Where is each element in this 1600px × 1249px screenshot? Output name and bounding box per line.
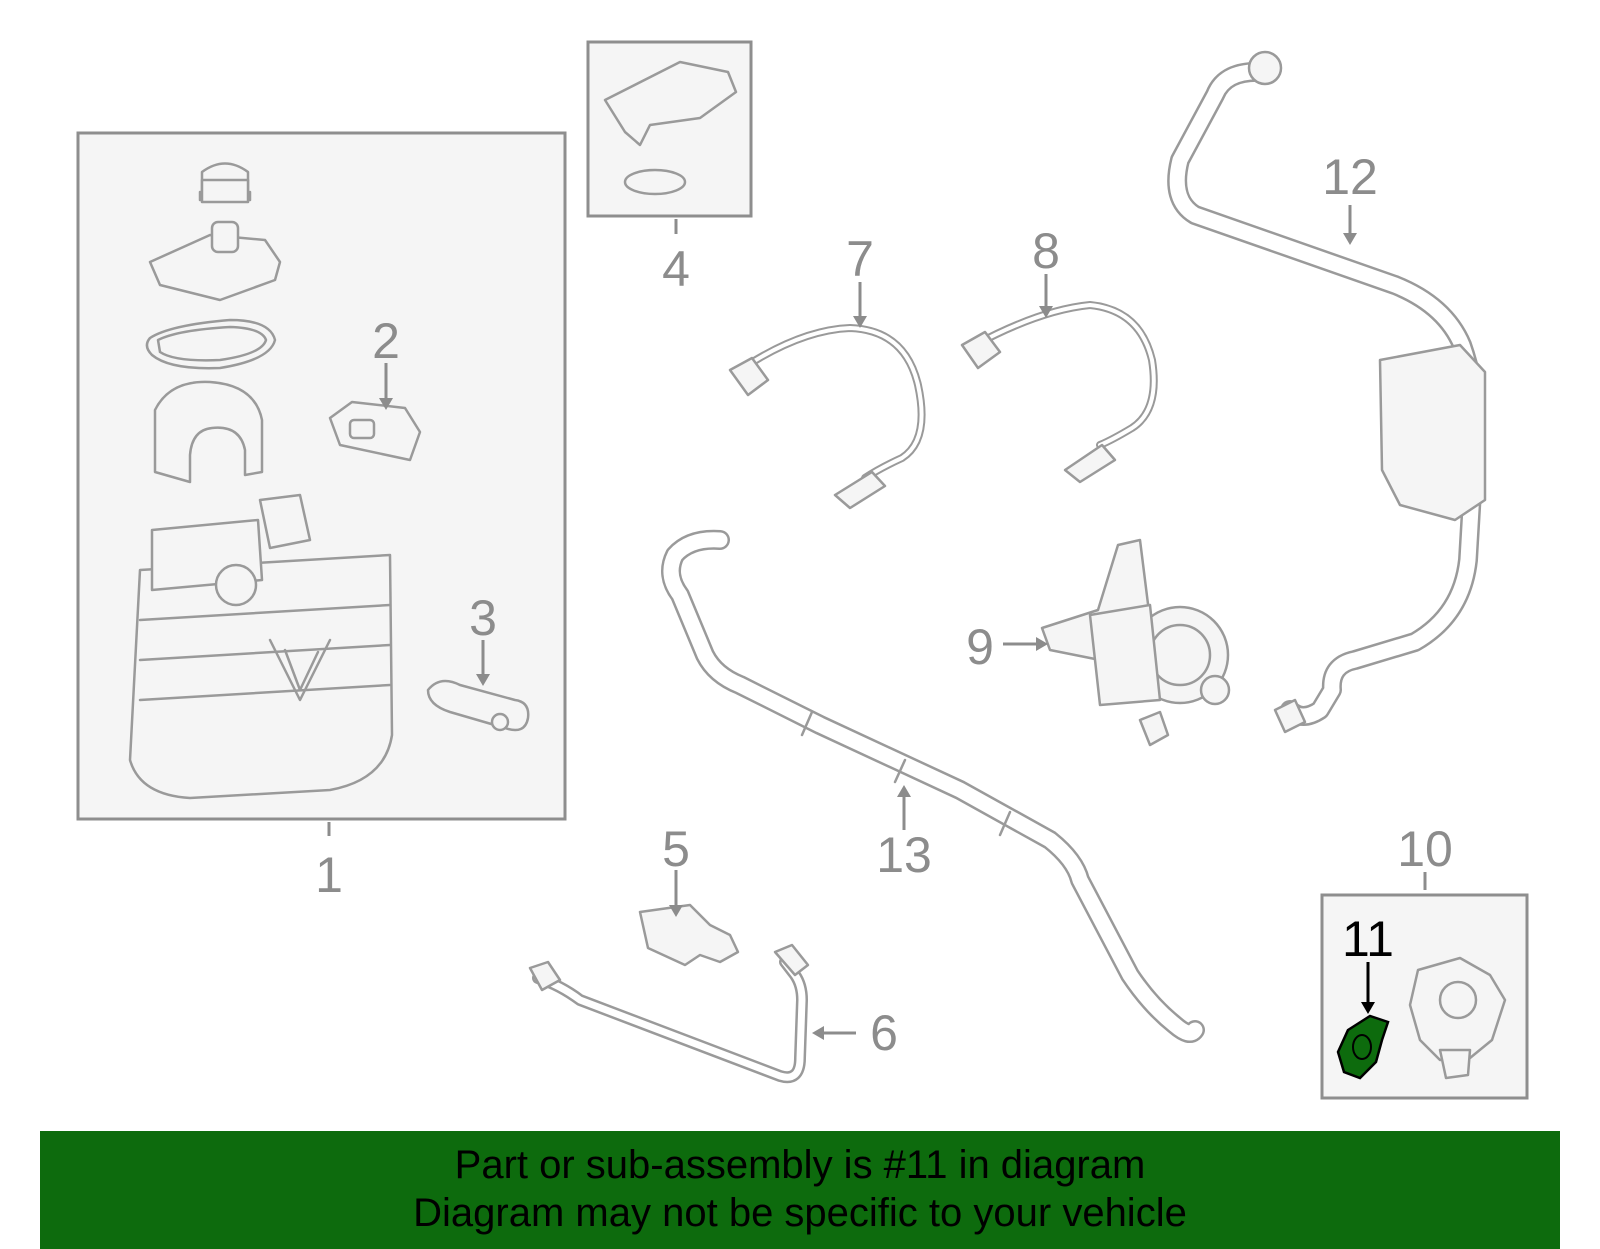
part-5-valve [638,903,740,967]
part-9-group [1040,538,1231,747]
part-1-cap-base [200,178,250,204]
part-1-cover-nozzle [210,220,240,254]
part-6-tube [532,956,808,1084]
part-7-sensor-tip [833,470,887,510]
part-8-group [960,301,1158,484]
part-8-wire [971,301,1158,449]
part-12-end-fitting [1247,50,1283,86]
part-10-group [1320,893,1529,1100]
callout-8: 8 [1032,223,1060,279]
part-13-group [661,529,1205,1043]
callout-2: 2 [372,313,400,369]
part-11-gasket [1336,1014,1390,1080]
part-4-sensor [603,60,738,147]
banner-line-disclaimer: Diagram may not be specific to your vehi… [413,1191,1187,1235]
part-7-wire [736,324,926,482]
part-8-connector [960,330,1002,370]
callout-10: 10 [1397,821,1453,877]
part-1-canister [128,553,394,800]
part-1-group [76,131,567,821]
part-4-oring [623,168,687,196]
callout-6: 6 [870,1005,898,1061]
callout-9: 9 [966,619,994,675]
part-3-group [426,679,530,732]
part-1-saddle [153,380,264,484]
part-10-valve [1408,956,1507,1062]
part-5-group [638,903,740,967]
part-8-sensor-tip [1063,443,1117,484]
callout-arrows [327,205,1427,1040]
callout-7: 7 [846,231,874,287]
callout-13: 13 [876,827,932,883]
callout-12: 12 [1322,149,1378,205]
part-12-group [1167,50,1487,734]
info-banner: Part or sub-assembly is #11 in diagram D… [40,1131,1560,1249]
part-1-gasket [145,318,277,370]
callout-3: 3 [469,590,497,646]
callout-4: 4 [662,241,690,297]
banner-line-part: Part or sub-assembly is #11 in diagram [454,1143,1146,1187]
part-6-group [528,943,810,1084]
callout-1: 1 [315,847,343,903]
part-7-group [728,324,926,510]
part-2-group [328,400,422,462]
part-12-resonator [1378,343,1487,522]
part-7-connector [728,356,770,397]
callout-11: 11 [1342,911,1394,967]
part-4-group [586,40,753,218]
callout-5: 5 [662,821,690,877]
